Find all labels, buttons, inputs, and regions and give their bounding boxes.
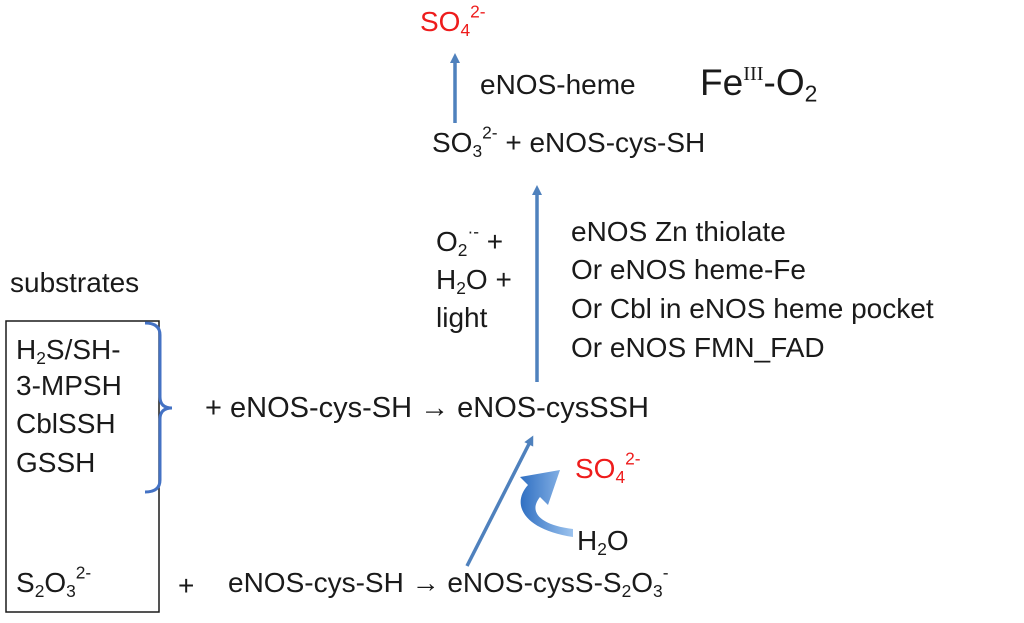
catalyst-zn-thiolate: eNOS Zn thiolate — [571, 216, 786, 247]
fe-iii-o2: FeIII-O2 — [700, 62, 818, 107]
substrate-gssh: GSSH — [16, 447, 96, 478]
sulfite-line: SO32- + eNOS-cys-SH — [432, 122, 706, 161]
catalyst-heme-fe: Or eNOS heme-Fe — [571, 254, 806, 285]
substrates-bracket — [144, 321, 173, 494]
side-sulfate: SO42- — [575, 448, 641, 487]
substrate-3-mpsh: 3-MPSH — [16, 370, 122, 401]
top-sulfate: SO42- — [420, 1, 486, 40]
light-term: light — [436, 302, 488, 333]
substrate-h2s: H2S/SH- — [16, 334, 121, 368]
enos-heme-label: eNOS-heme — [480, 69, 636, 100]
catalyst-fmn-fad: Or eNOS FMN_FAD — [571, 332, 825, 363]
substrate-thiosulfate: S2O32- — [16, 562, 92, 601]
main-reaction: + eNOS-cys-SH → eNOS-cysSSH — [205, 392, 649, 424]
bottom-reaction: eNOS-cys-SH → eNOS-cysS-S2O3- — [228, 562, 669, 601]
catalyst-cbl-heme-pocket: Or Cbl in eNOS heme pocket — [571, 293, 934, 324]
water-term: H2O + — [436, 264, 512, 298]
side-water: H2O — [577, 525, 629, 559]
curved-hydrolysis-arrow — [520, 470, 573, 537]
superoxide-term: O2·- + — [436, 221, 504, 260]
arrow-thiosulfate-to-persulfide — [465, 435, 534, 567]
bottom-plus: + — [178, 570, 195, 601]
substrates-title: substrates — [10, 267, 140, 298]
substrate-cblssh: CblSSH — [16, 408, 116, 439]
